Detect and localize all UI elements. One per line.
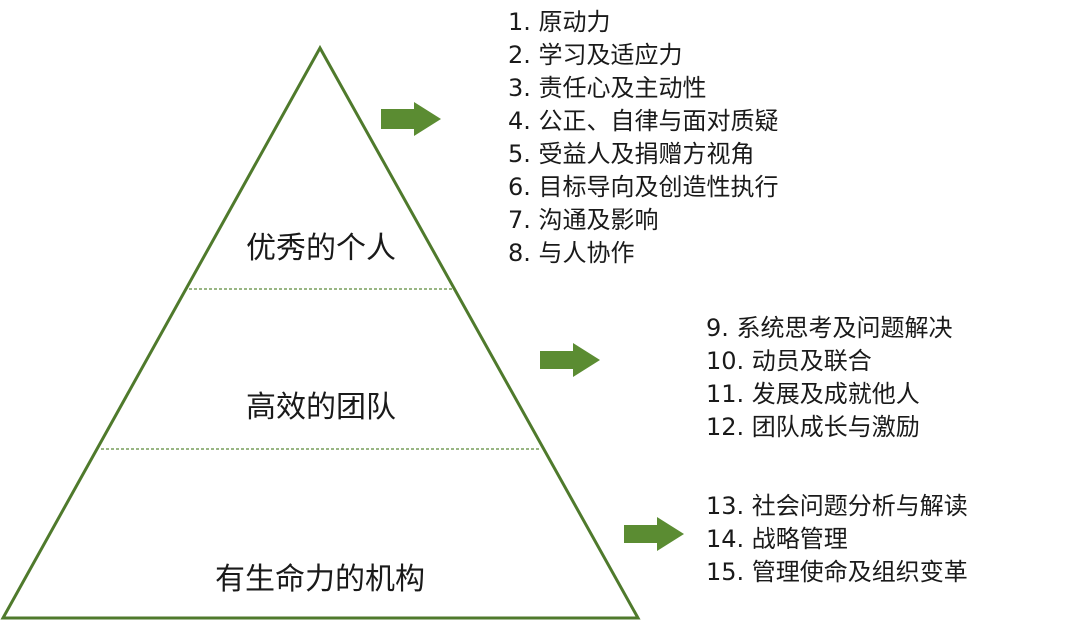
list-item: 4. 公正、自律与面对质疑 bbox=[508, 107, 779, 135]
list-item: 1. 原动力 bbox=[508, 8, 611, 36]
list-item: 13. 社会问题分析与解读 bbox=[706, 492, 968, 520]
list-item: 7. 沟通及影响 bbox=[508, 206, 659, 234]
tier-label-organization: 有生命力的机构 bbox=[215, 562, 425, 597]
list-item: 11. 发展及成就他人 bbox=[706, 380, 920, 408]
competency-list-individual: 1. 原动力 2. 学习及适应力 3. 责任心及主动性 4. 公正、自律与面对质… bbox=[508, 6, 779, 270]
list-item: 6. 目标导向及创造性执行 bbox=[508, 173, 779, 201]
arrow-right-icon bbox=[540, 343, 600, 377]
arrow-right-icon bbox=[624, 517, 684, 551]
competency-list-team: 9. 系统思考及问题解决 10. 动员及联合 11. 发展及成就他人 12. 团… bbox=[706, 312, 953, 444]
arrow-right-icon bbox=[381, 102, 441, 136]
list-item: 8. 与人协作 bbox=[508, 239, 635, 267]
pyramid-outline bbox=[0, 44, 641, 620]
list-item: 2. 学习及适应力 bbox=[508, 41, 683, 69]
competency-list-organization: 13. 社会问题分析与解读 14. 战略管理 15. 管理使命及组织变革 bbox=[706, 490, 968, 589]
tier-label-team: 高效的团队 bbox=[246, 390, 396, 425]
list-item: 3. 责任心及主动性 bbox=[508, 74, 707, 102]
list-item: 12. 团队成长与激励 bbox=[706, 413, 920, 441]
list-item: 15. 管理使命及组织变革 bbox=[706, 558, 968, 586]
list-item: 9. 系统思考及问题解决 bbox=[706, 314, 953, 342]
list-item: 14. 战略管理 bbox=[706, 525, 848, 553]
list-item: 10. 动员及联合 bbox=[706, 347, 872, 375]
list-item: 5. 受益人及捐赠方视角 bbox=[508, 140, 755, 168]
tier-label-individual: 优秀的个人 bbox=[246, 231, 396, 266]
